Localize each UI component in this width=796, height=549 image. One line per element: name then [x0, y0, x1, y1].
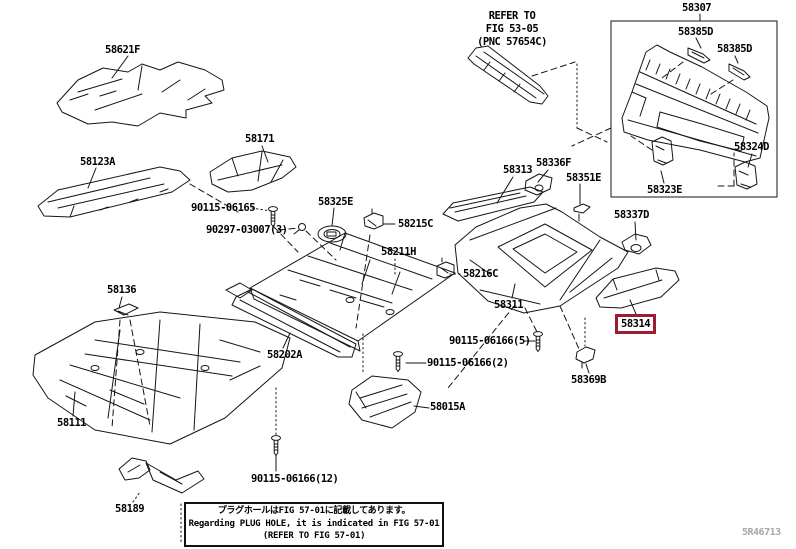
part-drawing-58311-rear-floor-pan: [454, 203, 629, 314]
part-drawing-58385D-right: [728, 63, 751, 81]
part-drawing-58136: [113, 303, 139, 316]
part-label-58211H[interactable]: 58211H: [381, 246, 416, 258]
part-label-58202A[interactable]: 58202A: [267, 349, 302, 361]
refer-note-line3: (PNC 57654C): [477, 36, 547, 48]
document-code: 5R46713: [742, 527, 781, 538]
note-line-refer: (REFER TO FIG 57-01): [262, 531, 366, 541]
part-label-58307[interactable]: 58307: [682, 2, 712, 14]
fastener-label-90115-06165[interactable]: 90115-06165: [191, 202, 256, 214]
part-label-58325E[interactable]: 58325E: [318, 196, 353, 208]
part-label-58313[interactable]: 58313: [503, 164, 533, 176]
part-drawing-58314-rear-floor-side-member: [595, 267, 680, 309]
fastener-label-90115-06166-5[interactable]: 90115-06166(5): [449, 335, 531, 347]
part-drawing-58111-front-floor-pan: [32, 311, 291, 445]
bolt-icon: [271, 435, 281, 456]
part-drawing-58351E: [573, 203, 591, 222]
refer-note-line2: FIG 53-05: [485, 23, 539, 35]
part-drawing-58324D: [734, 161, 758, 190]
part-drawing-refer-panel: [467, 45, 549, 105]
bolt-icon: [393, 351, 403, 372]
part-drawing-58337D: [621, 233, 652, 255]
part-label-58136[interactable]: 58136: [107, 284, 137, 296]
plug-hole-note-box: プラグホールはFIG 57-01に記載してあります。 Regarding PLU…: [184, 502, 444, 547]
part-drawing-58015A: [348, 375, 422, 429]
bolt-icon: [533, 331, 543, 352]
part-label-58369B[interactable]: 58369B: [571, 374, 606, 386]
part-label-58216C[interactable]: 58216C: [463, 268, 498, 280]
part-drawing-58313: [442, 186, 544, 222]
part-drawing-58216C-clip: [436, 257, 455, 279]
fastener-label-90115-06166-2[interactable]: 90115-06166(2): [427, 357, 509, 369]
solid-leader-lines: [72, 13, 753, 472]
part-label-58621F[interactable]: 58621F: [105, 44, 140, 56]
part-drawing-58325E: [317, 225, 347, 243]
part-label-58323E[interactable]: 58323E: [647, 184, 682, 196]
dotted-leader-lines: [132, 63, 586, 543]
part-drawing-58323E: [651, 136, 674, 166]
part-label-58314-highlighted[interactable]: 58314: [615, 314, 657, 334]
note-line-japanese: プラグホールはFIG 57-01に記載してあります。: [217, 506, 411, 516]
part-label-58111[interactable]: 58111: [57, 417, 87, 429]
part-label-58311[interactable]: 58311: [494, 299, 524, 311]
part-drawing-58336F: [524, 173, 553, 196]
part-label-58171[interactable]: 58171: [245, 133, 275, 145]
part-drawing-58189: [118, 457, 205, 494]
refer-to-fig-note: REFER TO FIG 53-05 (PNC 57654C): [460, 10, 564, 49]
part-drawing-58123A: [37, 166, 191, 218]
part-drawing-58171: [209, 150, 297, 193]
part-label-58324D[interactable]: 58324D: [734, 141, 769, 153]
part-label-58385D-right[interactable]: 58385D: [717, 43, 752, 55]
part-drawing-58621F: [56, 61, 225, 127]
part-drawing-58202A: [225, 282, 357, 358]
fastener-label-90297-03007[interactable]: 90297-03007(3): [206, 224, 288, 236]
part-label-58215C[interactable]: 58215C: [398, 218, 433, 230]
part-label-58015A[interactable]: 58015A: [430, 401, 465, 413]
part-drawing-58307-box: [610, 20, 778, 198]
note-line-english: Regarding PLUG HOLE, it is indicated in …: [188, 518, 440, 529]
part-label-58385D-left[interactable]: 58385D: [678, 26, 713, 38]
dashed-construction-lines: [111, 61, 735, 429]
part-label-58337D[interactable]: 58337D: [614, 209, 649, 221]
fastener-label-90115-06166-12[interactable]: 90115-06166(12): [251, 473, 339, 485]
part-label-58336F[interactable]: 58336F: [536, 157, 571, 169]
part-drawing-58369B: [575, 346, 596, 369]
part-drawing-58385D-left: [687, 47, 711, 64]
part-drawing-58211H-center-floor-pan: [249, 232, 456, 352]
part-drawing-58215C: [363, 208, 384, 230]
part-label-58123A[interactable]: 58123A: [80, 156, 115, 168]
refer-note-line1: REFER TO: [488, 10, 536, 22]
grommet-icon: [293, 223, 306, 235]
part-label-58189[interactable]: 58189: [115, 503, 145, 515]
part-label-58351E[interactable]: 58351E: [566, 172, 601, 184]
